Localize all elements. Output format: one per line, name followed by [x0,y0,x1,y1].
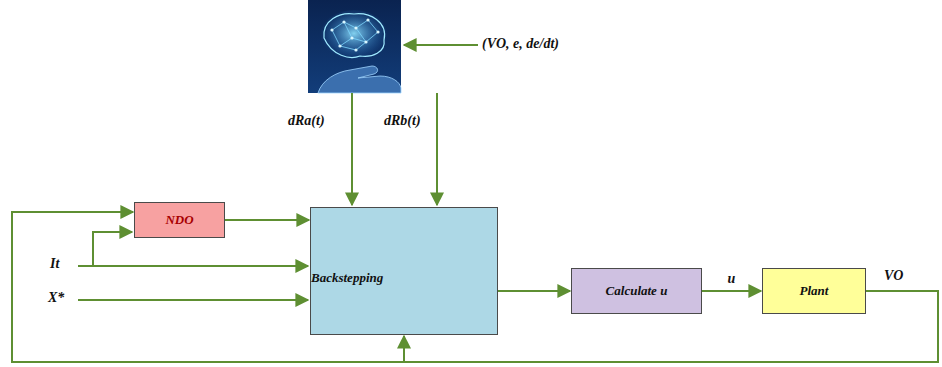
observer-box: NDO [134,202,225,238]
ai-output-wire [351,93,353,205]
signal-connector [702,290,761,292]
signal-name: VO [884,268,903,285]
network-dots [330,18,379,51]
image-ground [308,0,401,93]
box-label: NDO [165,212,193,228]
brain-illustration [308,0,401,93]
ai-input-wire [404,44,478,46]
signal-connector [225,219,309,221]
box-label: Backstepping [311,270,383,286]
box-label: Plant [800,283,829,299]
signal-name: u [728,271,736,288]
box-label: Calculate u [606,283,668,299]
signal-name: dRb(t) [384,113,421,130]
signal-connector [498,290,570,292]
network-lines [332,20,378,50]
process-box: Calculate u [571,268,702,314]
signal-name: (VO, e, de/dt) [482,36,559,53]
brain-outline [324,14,385,58]
branch-wire [93,232,132,266]
reference-wire [78,299,308,301]
brain-glow [320,10,388,62]
plant-box: Plant [762,268,866,314]
signal-name: X* [48,290,64,307]
ai-output-wire [436,93,438,205]
signal-name: dRa(t) [288,113,325,130]
signal-name: It [50,256,59,273]
controller-box: Backstepping [310,207,498,335]
hand-shape [318,66,401,93]
input-wire [78,265,308,267]
